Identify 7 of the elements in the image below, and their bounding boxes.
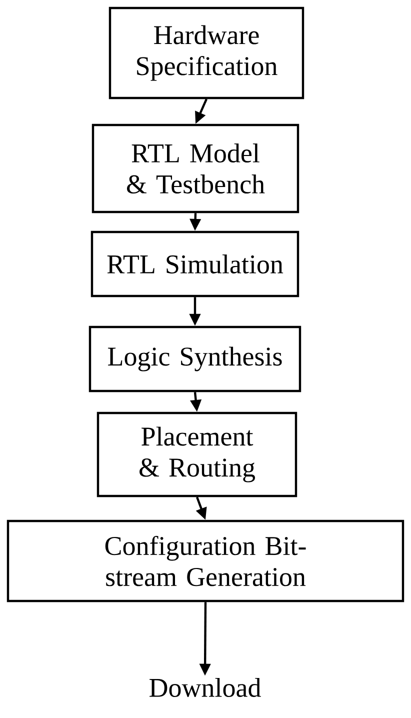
process-box: Configuration Bit-stream Generation (6, 520, 404, 602)
process-box: Hardware Specification (108, 6, 304, 100)
process-box: RTL Model & Testbench (92, 124, 300, 214)
process-box: Logic Synthesis (88, 326, 302, 392)
process-box: Placement & Routing (96, 412, 298, 498)
step-label: Download (150, 678, 261, 697)
process-box: RTL Simulation (90, 230, 300, 298)
